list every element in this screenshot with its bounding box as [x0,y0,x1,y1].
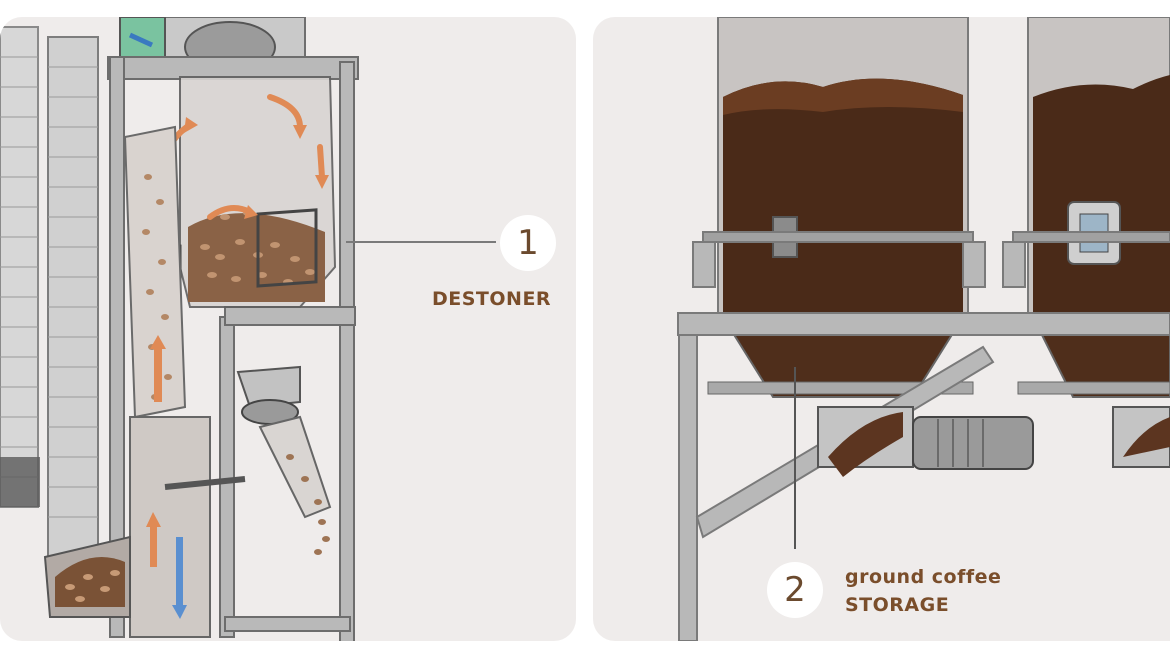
gear-motor-icon [817,406,1170,477]
destoner-machine-icon [130,76,337,318]
callout-2-line1: ground coffee [845,566,1002,588]
callout-2-badge: 2 [767,562,823,618]
bean-lift-tube [123,125,187,419]
storage-silo-icon-2 [1017,17,1170,398]
inlet-hopper [43,416,246,638]
destoner-illustration [0,17,496,641]
stone-outlet-chute [236,365,332,555]
destoner-panel: 1 DESTONER [0,17,576,641]
callout-1-title: DESTONER [432,288,552,310]
storage-illustration [677,17,1170,641]
callout-1-badge: 1 [500,215,556,271]
destoner-frame [107,56,359,641]
storage-silo-icon [707,17,974,398]
storage-panel: 2 ground coffee STORAGE [593,17,1170,641]
callout-2-line2: STORAGE [845,594,950,616]
flexible-hose-icon [0,26,99,558]
